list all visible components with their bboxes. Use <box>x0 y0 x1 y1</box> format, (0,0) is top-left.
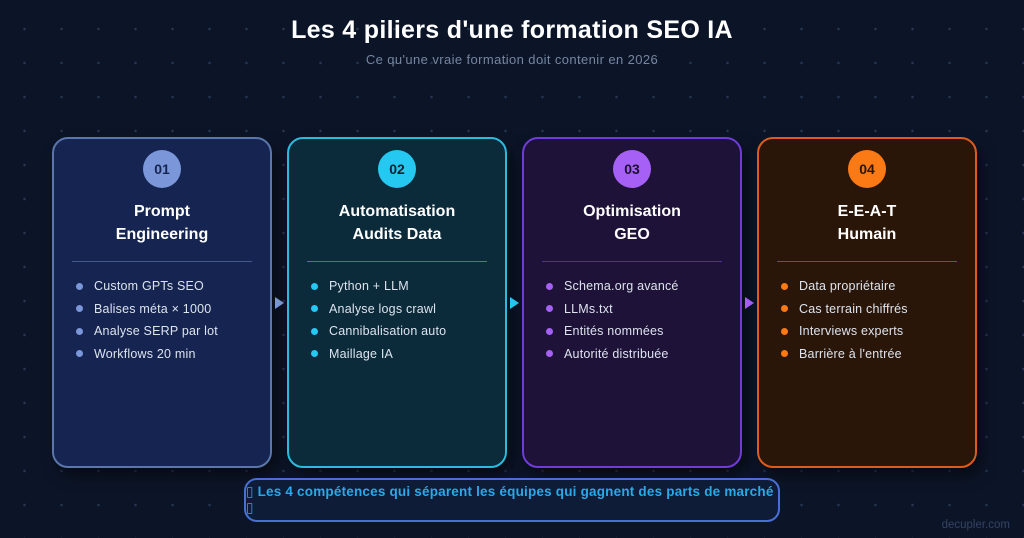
bullet-dot-icon <box>311 282 318 290</box>
pillar-number-badge: 01 <box>143 150 181 188</box>
bullet-dot-icon <box>311 305 318 313</box>
bullet-dot-icon <box>76 282 83 290</box>
list-item-label: Workflows 20 min <box>94 346 196 361</box>
pillar-number-badge: 04 <box>848 150 886 188</box>
pillar-title-line: GEO <box>614 226 650 243</box>
pillar-feature-list: Data propriétaire Cas terrain chiffrés I… <box>759 275 975 365</box>
bullet-dot-icon <box>76 305 83 313</box>
list-item: Analyse logs crawl <box>311 298 505 321</box>
list-item: Entités nommées <box>546 320 740 343</box>
pillar-feature-list: Schema.org avancé LLMs.txt Entités nommé… <box>524 275 740 365</box>
list-item-label: Autorité distribuée <box>564 346 669 361</box>
list-item-label: Data propriétaire <box>799 279 896 294</box>
flow-arrow-2 <box>507 137 522 468</box>
list-item: Balises méta × 1000 <box>76 298 270 321</box>
pillar-card-eeat-humain: 04 E-E-A-T Humain Data propriétaire Cas … <box>757 137 977 468</box>
pillar-title: E-E-A-T Humain <box>759 200 975 246</box>
pillar-feature-list: Custom GPTs SEO Balises méta × 1000 Anal… <box>54 275 270 365</box>
bullet-dot-icon <box>76 350 83 358</box>
banner-text: ▯ Les 4 compétences qui séparent les équ… <box>246 484 774 515</box>
list-item-label: Maillage IA <box>329 346 394 361</box>
list-item: Python + LLM <box>311 275 505 298</box>
arrow-right-icon <box>275 296 284 309</box>
page-subtitle: Ce qu'une vraie formation doit contenir … <box>365 52 659 67</box>
list-item: Barrière à l'entrée <box>781 343 975 366</box>
bullet-dot-icon <box>781 282 788 290</box>
arrow-right-icon <box>745 296 754 309</box>
pillar-card-automatisation: 02 Automatisation Audits Data Python + L… <box>287 137 507 468</box>
pillar-title-line: Optimisation <box>583 203 681 220</box>
list-item-label: Analyse SERP par lot <box>94 324 218 339</box>
list-item-label: Custom GPTs SEO <box>94 279 204 294</box>
arrow-right-icon <box>510 296 519 309</box>
pillars-row: 01 Prompt Engineering Custom GPTs SEO Ba… <box>52 137 977 468</box>
bullet-dot-icon <box>781 327 788 335</box>
pillar-card-prompt-engineering: 01 Prompt Engineering Custom GPTs SEO Ba… <box>52 137 272 468</box>
pillar-title: Automatisation Audits Data <box>289 200 505 246</box>
pillar-title-line: Automatisation <box>338 203 456 220</box>
list-item: Custom GPTs SEO <box>76 275 270 298</box>
bullet-dot-icon <box>546 350 553 358</box>
list-item: Workflows 20 min <box>76 343 270 366</box>
pillar-title-line: Engineering <box>115 226 209 243</box>
divider <box>542 261 722 262</box>
list-item: Cas terrain chiffrés <box>781 298 975 321</box>
list-item-label: Analyse logs crawl <box>329 301 437 316</box>
list-item: Interviews experts <box>781 320 975 343</box>
list-item: Autorité distribuée <box>546 343 740 366</box>
bullet-dot-icon <box>546 305 553 313</box>
pillar-title: Optimisation GEO <box>524 200 740 246</box>
pillar-number-badge: 03 <box>613 150 651 188</box>
bottom-banner: ▯ Les 4 compétences qui séparent les équ… <box>244 478 780 522</box>
list-item-label: Cannibalisation auto <box>329 324 447 339</box>
divider <box>777 261 957 262</box>
bullet-dot-icon <box>781 305 788 313</box>
pillar-feature-list: Python + LLM Analyse logs crawl Cannibal… <box>289 275 505 365</box>
list-item: Maillage IA <box>311 343 505 366</box>
pillar-card-optimisation-geo: 03 Optimisation GEO Schema.org avancé LL… <box>522 137 742 468</box>
list-item-label: Interviews experts <box>799 324 904 339</box>
flow-arrow-1 <box>272 137 287 468</box>
list-item-label: Entités nommées <box>564 324 664 339</box>
bullet-dot-icon <box>311 350 318 358</box>
list-item-label: Schema.org avancé <box>564 279 679 294</box>
bullet-dot-icon <box>546 282 553 290</box>
bullet-dot-icon <box>781 350 788 358</box>
bullet-dot-icon <box>311 327 318 335</box>
list-item-label: Python + LLM <box>329 279 409 294</box>
divider <box>307 261 487 262</box>
pillar-number-badge: 02 <box>378 150 416 188</box>
header: Les 4 piliers d'une formation SEO IA Ce … <box>0 16 1024 67</box>
list-item: Analyse SERP par lot <box>76 320 270 343</box>
pillar-title-line: Humain <box>837 226 897 243</box>
list-item: Schema.org avancé <box>546 275 740 298</box>
list-item-label: LLMs.txt <box>564 301 613 316</box>
list-item-label: Barrière à l'entrée <box>799 346 902 361</box>
list-item: LLMs.txt <box>546 298 740 321</box>
pillar-title-line: Audits Data <box>352 226 442 243</box>
pillar-title: Prompt Engineering <box>54 200 270 246</box>
divider <box>72 261 252 262</box>
list-item: Data propriétaire <box>781 275 975 298</box>
list-item-label: Cas terrain chiffrés <box>799 301 908 316</box>
flow-arrow-3 <box>742 137 757 468</box>
list-item: Cannibalisation auto <box>311 320 505 343</box>
bullet-dot-icon <box>546 327 553 335</box>
pillar-title-line: E-E-A-T <box>837 203 897 220</box>
page-title: Les 4 piliers d'une formation SEO IA <box>291 16 733 44</box>
list-item-label: Balises méta × 1000 <box>94 301 212 316</box>
bullet-dot-icon <box>76 327 83 335</box>
watermark: decupler.com <box>941 519 1010 531</box>
pillar-title-line: Prompt <box>134 203 190 220</box>
